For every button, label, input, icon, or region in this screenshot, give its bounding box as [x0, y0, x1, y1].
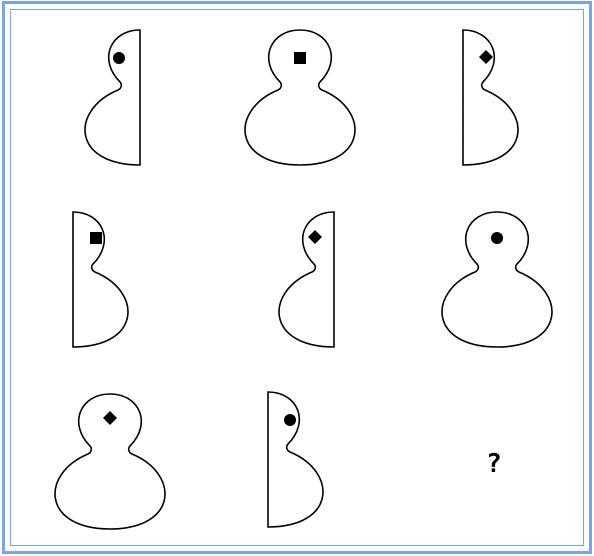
cell-r1c3 [463, 30, 518, 165]
circle-marker [284, 414, 296, 426]
square-marker [294, 52, 306, 64]
gourd-right-half-shape [268, 392, 323, 527]
diamond-marker [103, 411, 117, 425]
cell-r3c2 [268, 392, 323, 527]
diamond-marker [479, 50, 493, 64]
gourd-right-half-shape [463, 30, 518, 165]
circle-marker [113, 52, 125, 64]
circle-marker [491, 232, 503, 244]
cell-r2c1 [73, 212, 128, 347]
answer-placeholder: ? [474, 444, 514, 484]
cell-r2c3 [442, 212, 552, 347]
gourd-full-shape [245, 30, 355, 165]
cell-r3c1 [55, 394, 165, 529]
square-marker [90, 232, 102, 244]
gourd-left-half-shape [85, 30, 140, 165]
cell-r2c2 [279, 212, 334, 347]
cell-r1c1 [85, 30, 140, 165]
diamond-marker [308, 230, 322, 244]
gourd-left-half-shape [279, 212, 334, 347]
cell-r1c2 [245, 30, 355, 165]
